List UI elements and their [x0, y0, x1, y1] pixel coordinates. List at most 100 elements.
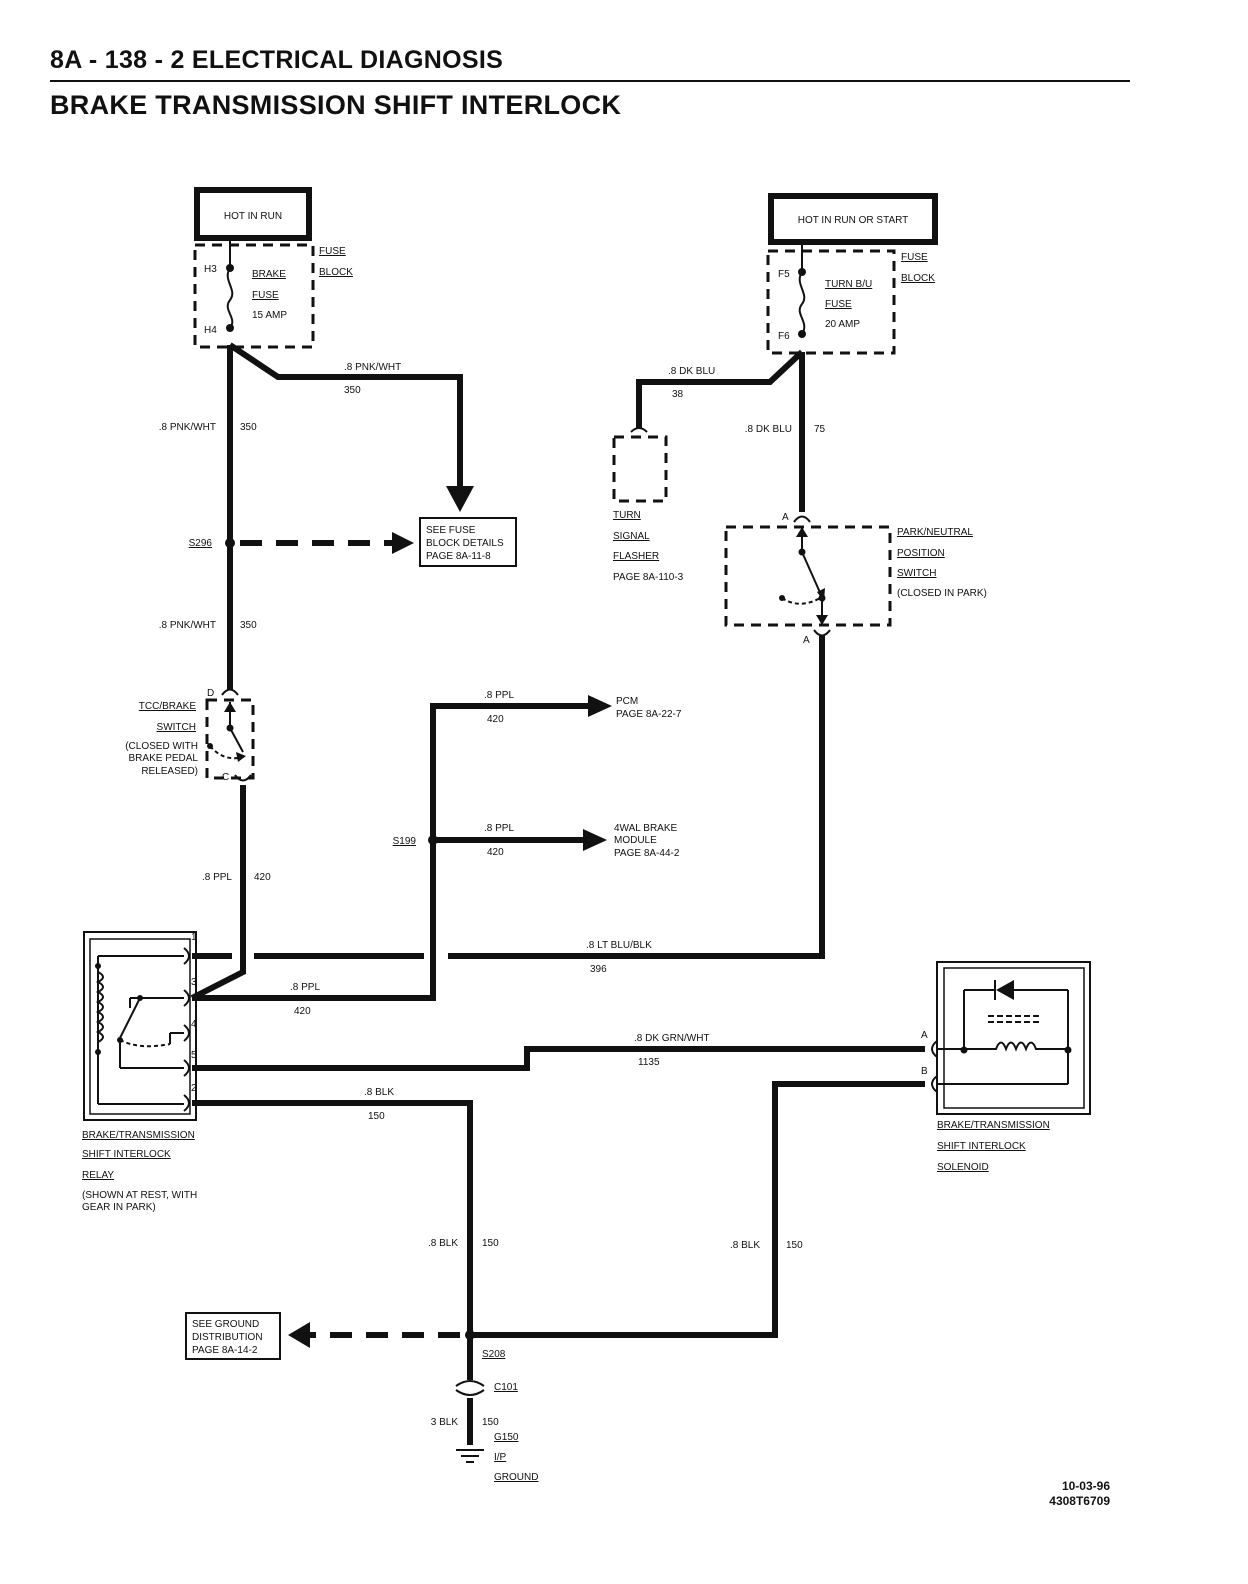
page-title: BRAKE TRANSMISSION SHIFT INTERLOCK	[50, 90, 622, 120]
fuse-details-ref-box	[419, 517, 517, 567]
hot-in-run-or-start-box	[768, 193, 938, 245]
s199-label: S199	[393, 836, 417, 847]
w350-branch-size: .8 PNK/WHT	[344, 362, 401, 373]
relay-name-1: BRAKE/TRANSMISSION	[82, 1130, 195, 1141]
w420-size-pcm: .8 PPL	[484, 690, 514, 701]
right-fuse-block	[766, 249, 896, 355]
relay-note-1: (SHOWN AT REST, WITH	[82, 1190, 197, 1201]
ground-name-1: I/P	[494, 1452, 507, 1463]
footer-code: 4308T6709	[1049, 1494, 1110, 1508]
right-fuse-block-label-1: FUSE	[901, 252, 928, 263]
w75-circuit: 75	[814, 424, 826, 435]
turn-bu-fuse-name-2: FUSE	[825, 299, 852, 310]
brake-fuse-symbol	[226, 267, 234, 329]
f6-terminal	[798, 330, 806, 338]
w150g-size: 3 BLK	[431, 1417, 459, 1428]
w150g-circuit: 150	[482, 1417, 499, 1428]
relay-inner-frame	[89, 938, 191, 1115]
w150-size-vert: .8 BLK	[428, 1238, 458, 1249]
solenoid-name-2: SHIFT INTERLOCK	[937, 1141, 1026, 1152]
relay-pin-1: 1	[191, 932, 197, 943]
shift-interlock-solenoid	[936, 961, 1091, 1115]
brake-fuse-name-1: BRAKE	[252, 269, 286, 280]
left-fuse-block-label-1: FUSE	[319, 246, 346, 257]
right-fuse-term-top: F5	[778, 269, 790, 280]
tcc-note-1: (CLOSED WITH	[125, 741, 198, 752]
w150-circuit-solenoid: 150	[786, 1240, 803, 1251]
wire-150-relay	[192, 1100, 473, 1335]
wire-420-relay-to-pcm	[192, 703, 590, 1001]
relay-name-2: SHIFT INTERLOCK	[82, 1149, 171, 1160]
flasher-name-3: FLASHER	[613, 551, 659, 562]
tcc-switch-bottom-connector	[234, 774, 252, 782]
g150-label: G150	[494, 1432, 519, 1443]
wire-350-branch	[228, 342, 463, 488]
turn-bu-fuse-name-1: TURN B/U	[825, 279, 872, 290]
w350-size-1: .8 PNK/WHT	[159, 422, 216, 433]
left-fuse-block	[193, 243, 315, 349]
solenoid-name-3: SOLENOID	[937, 1162, 989, 1173]
ground-ref-1: SEE GROUND	[192, 1319, 259, 1330]
solenoid-pin-a: A	[921, 1030, 928, 1041]
ground-ref-2: DISTRIBUTION	[192, 1332, 263, 1343]
pn-note: (CLOSED IN PARK)	[897, 588, 987, 599]
w396-circuit: 396	[590, 964, 607, 975]
w420-size-relay: .8 PPL	[290, 982, 320, 993]
tcc-name-1: TCC/BRAKE	[139, 701, 197, 712]
connector-c101-symbol	[455, 1380, 485, 1396]
relay-name-3: RELAY	[82, 1170, 114, 1181]
brake-fuse-name-2: FUSE	[252, 290, 279, 301]
pn-switch-bottom-connector	[813, 629, 831, 637]
w420-size-left: .8 PPL	[202, 872, 232, 883]
left-fuse-term-bottom: H4	[204, 325, 217, 336]
solenoid-name-1: BRAKE/TRANSMISSION	[937, 1120, 1050, 1131]
w1135-size: .8 DK GRN/WHT	[634, 1033, 710, 1044]
wire-420-tcc-to-relay	[190, 785, 246, 1001]
w420-circuit-left: 420	[254, 872, 271, 883]
tcc-note-2: BRAKE PEDAL	[129, 753, 199, 764]
flasher-connector	[630, 427, 648, 433]
brake-fuse-rating: 15 AMP	[252, 310, 287, 321]
tcc-note-3: RELEASED)	[141, 766, 198, 777]
arrow-to-ground-ref	[288, 1322, 310, 1348]
arrow-to-pcm	[588, 695, 612, 717]
relay-pin-4: 4	[191, 1019, 197, 1030]
left-fuse-term-top: H3	[204, 264, 217, 275]
turn-bu-fuse-symbol	[798, 271, 806, 335]
fuse-details-ref-2: BLOCK DETAILS	[426, 538, 504, 549]
turn-bu-fuse-rating: 20 AMP	[825, 319, 860, 330]
pn-name-3: SWITCH	[897, 568, 936, 579]
hot-in-run-label: HOT IN RUN	[224, 211, 282, 222]
park-neutral-switch	[724, 525, 892, 627]
w75-size: .8 DK BLU	[745, 424, 792, 435]
flasher-page: PAGE 8A-110-3	[613, 572, 684, 583]
fuse-details-ref-1: SEE FUSE	[426, 525, 476, 536]
fuse-details-ref-3: PAGE 8A-11-8	[426, 551, 491, 562]
w38-size: .8 DK BLU	[668, 366, 715, 377]
flasher-name-1: TURN	[613, 510, 641, 521]
s208-label: S208	[482, 1349, 506, 1360]
pn-pin-top: A	[782, 512, 789, 523]
tcc-name-2: SWITCH	[157, 722, 196, 733]
hot-in-run-or-start-label: HOT IN RUN OR START	[798, 215, 909, 226]
relay-pin-2: 2	[191, 1083, 197, 1094]
arrow-to-brake-module	[583, 829, 607, 851]
w150-circuit-relay: 150	[368, 1111, 385, 1122]
wire-150-solenoid	[470, 1081, 925, 1338]
splice-s296	[225, 538, 235, 548]
w150-size-relay: .8 BLK	[364, 1087, 394, 1098]
w38-circuit: 38	[672, 389, 684, 400]
relay-pin-5: 5	[191, 1050, 197, 1061]
pcm-ref-2: PAGE 8A-22-7	[616, 709, 682, 720]
brake-module-ref-2: MODULE	[614, 835, 657, 846]
arrow-to-fuse-details	[446, 486, 474, 512]
wire-1135	[192, 1046, 925, 1071]
section-header: 8A - 138 - 2 ELECTRICAL DIAGNOSIS	[50, 46, 504, 74]
solenoid-inner-frame	[943, 967, 1085, 1109]
w350-circuit-1: 350	[240, 422, 257, 433]
w420-size-module: .8 PPL	[484, 823, 514, 834]
header-rule	[50, 80, 1130, 82]
ground-ref-3: PAGE 8A-14-2	[192, 1345, 258, 1356]
flasher-name-2: SIGNAL	[613, 531, 650, 542]
